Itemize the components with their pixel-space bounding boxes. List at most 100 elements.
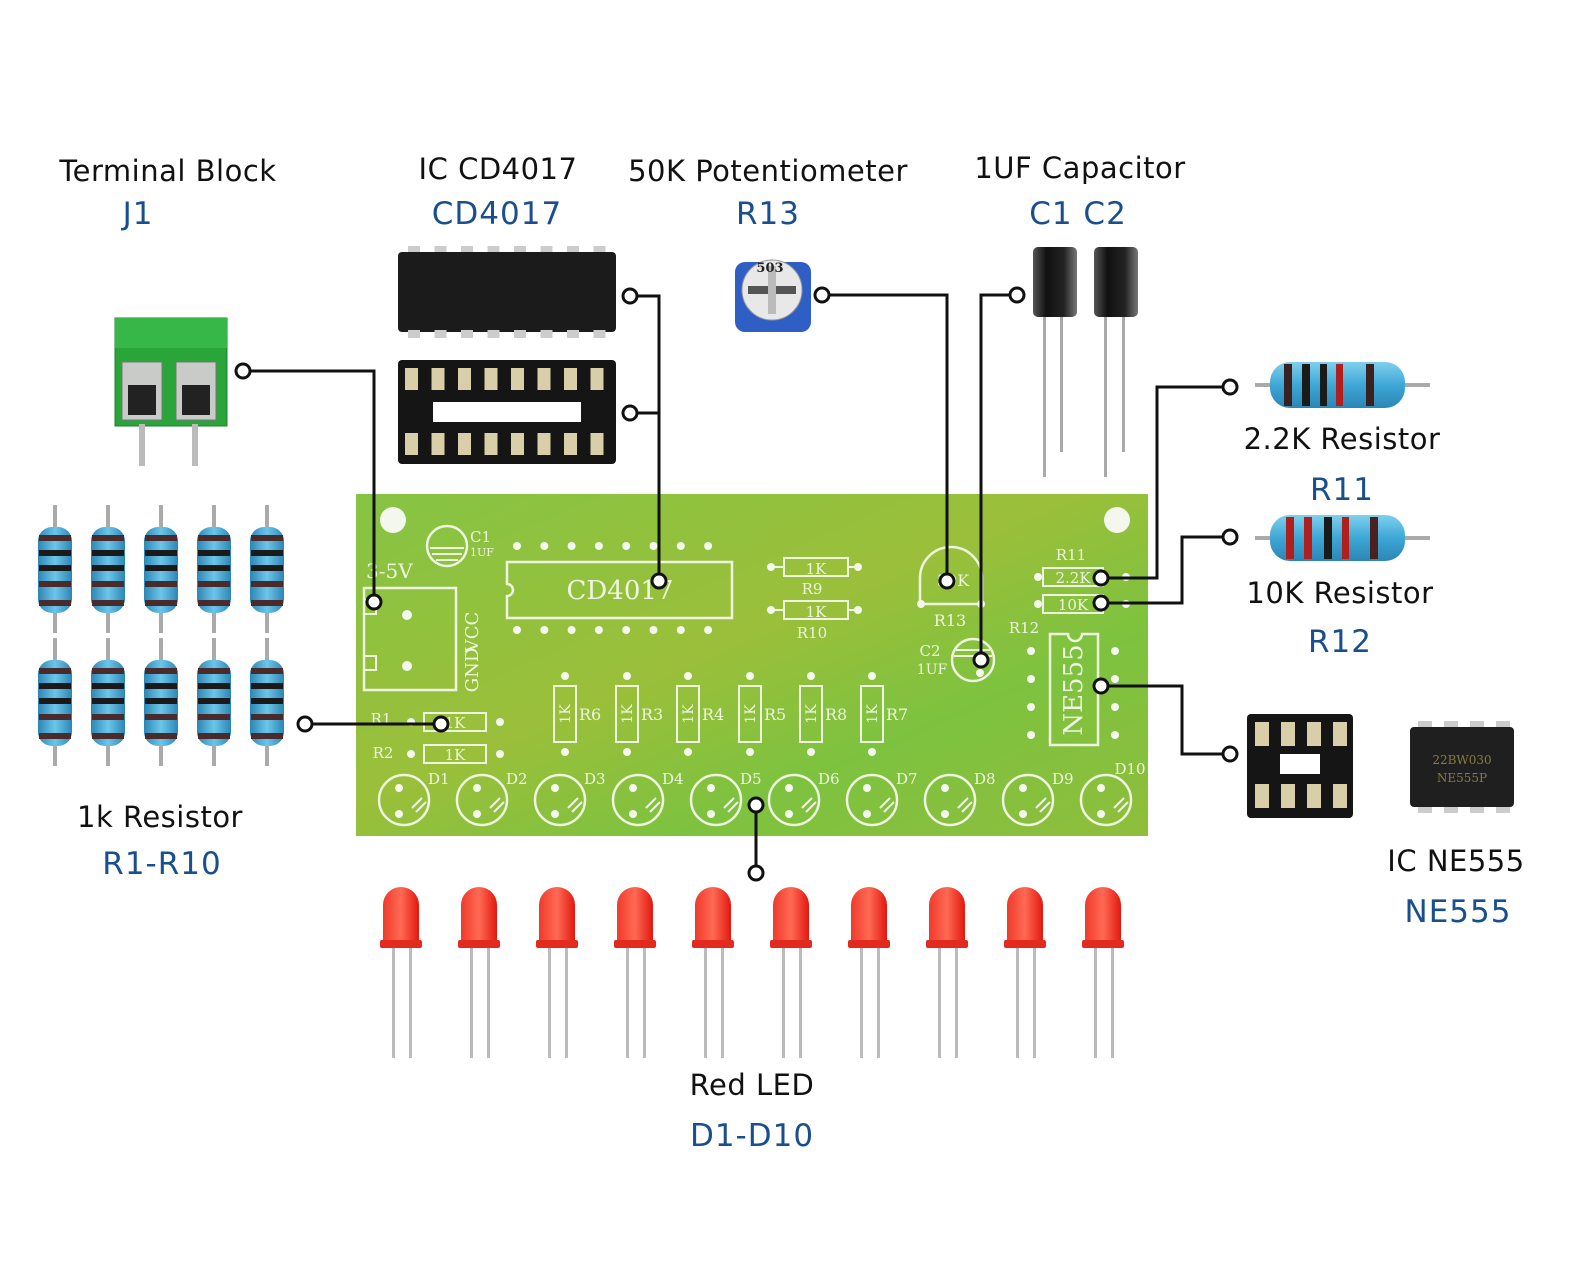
potentiometer-marking: 503 [756,261,783,276]
resistor-1k [144,638,178,766]
led-label: Red LED [689,1068,815,1102]
capacitor-label: 1UF Capacitor [974,151,1186,185]
pcb-resistor-value: 1K [681,704,697,724]
pcb-r10-ref: R10 [797,624,827,642]
pcb-vcc-label: VCC [462,612,483,654]
led-group [380,887,1124,1058]
pcb-r10: 1K R10 [767,600,862,642]
red-led [1082,887,1124,1058]
red-led [536,887,578,1058]
pcb-r2-ref: R2 [373,744,394,762]
pcb-c1-ref: C1 [470,528,491,546]
potentiometer-ref: R13 [736,196,800,232]
resistor-10k-ref: R12 [1308,624,1372,660]
pcb-led-ref: D2 [506,770,528,788]
pcb-resistor-value: 1K [620,704,636,724]
led-ref: D1-D10 [689,1118,815,1154]
pcb-resistor-value: 1K [743,704,759,724]
pcb-led-d9: D9 [1001,770,1074,827]
leader-dots [234,286,1239,882]
pcb-resistor-r4: 1K R4 [676,672,724,756]
leader-terminal [243,369,376,602]
leader-pot [822,293,949,581]
pcb-r9-value: 1K [806,560,828,578]
leader-capacitor [979,293,1017,660]
ne555-label: IC NE555 [1387,844,1525,878]
resistor-1k [197,638,231,766]
pcb-resistor-value: 1K [865,704,881,724]
resistor-1k-group [38,505,284,766]
pcb-resistor-r6: 1K R6 [553,672,601,756]
pcb-resistor-ref: R5 [764,705,786,724]
pcb-led-ref: D9 [1052,770,1074,788]
dip8-socket [1247,714,1353,818]
dip16-socket [398,360,616,464]
pcb-resistor-r3: 1K R3 [615,672,663,756]
pcb-r2: R2 1K [373,744,504,764]
pcb-c1-value: 1UF [470,546,494,559]
pcb-resistor-ref: R8 [825,705,847,724]
resistor-1k [91,505,125,633]
pcb-ne555-footprint: NE555 [1027,632,1119,747]
pcb-led-ref: D10 [1114,760,1145,778]
red-led [380,887,422,1058]
pcb-led-ref: D7 [896,770,918,788]
potentiometer-label: 50K Potentiometer [628,154,908,188]
terminal-block [114,317,228,466]
resistor-1k-ref: R1-R10 [102,846,222,882]
pcb-r12-ref: R12 [1009,619,1039,637]
pcb-resistor-ref: R6 [579,705,601,724]
capacitor-c1 [1033,247,1077,477]
pcb-led-ref: D8 [974,770,996,788]
pcb-r9-ref: R9 [802,580,823,598]
pcb-resistor-ref: R4 [702,705,724,724]
resistor-1k [250,505,284,633]
pcb-led-ref: D4 [662,770,684,788]
resistor-r12 [1255,515,1430,561]
resistor-1k [250,638,284,766]
pcb-gnd-label: GND [462,648,483,693]
pcb-r12: 10K R12 [1009,594,1130,637]
cd4017-chip [398,246,616,338]
ne555-chip: 22BW030 NE555P [1410,721,1514,813]
ne555-ref: NE555 [1404,894,1512,930]
resistor-10k-label: 10K Resistor [1246,576,1434,610]
pcb-led-d3: D3 [533,770,606,827]
pcb-led-d8: D8 [923,770,996,827]
terminal-block-label: Terminal Block [59,154,277,188]
resistor-1k [91,638,125,766]
red-led [614,887,656,1058]
resistor-1k [144,505,178,633]
pcb-ne555-label: NE555 [1059,644,1089,735]
pcb-led-d10: D10 [1079,760,1146,827]
resistor-2k2-ref: R11 [1310,472,1374,508]
pcb-c2-ref: C2 [919,642,940,660]
red-led [692,887,734,1058]
leader-r12 [1101,535,1230,605]
leader-lines [243,293,1230,873]
capacitor-c2 [1094,247,1138,477]
pcb-led-ref: D6 [818,770,840,788]
resistor-1k [197,505,231,633]
terminal-block-ref: J1 [122,196,154,232]
leader-ne555 [1101,684,1230,756]
pcb-resistor-r5: 1K R5 [738,672,786,756]
pcb-led-ref: D5 [740,770,762,788]
resistor-2k2-label: 2.2K Resistor [1243,422,1441,456]
red-led [926,887,968,1058]
pcb-led-ref: D1 [428,770,450,788]
resistor-1k-label: 1k Resistor [77,800,243,834]
ne555-marking-line1: 22BW030 [1432,753,1491,767]
pcb-resistor-value: 1K [558,704,574,724]
resistor-r11 [1255,362,1430,408]
pcb-r11-value: 2.2K [1055,569,1091,587]
pcb-r2-value: 1K [445,746,467,764]
pcb-r13-ref: R13 [934,611,966,630]
leader-r11 [1101,385,1230,580]
pcb-led-d7: D7 [845,770,918,827]
pcb-board: C1 1UF 3-5V VCC GND CD4017 1K R9 [356,494,1148,836]
pcb-resistor-ref: R3 [641,705,663,724]
